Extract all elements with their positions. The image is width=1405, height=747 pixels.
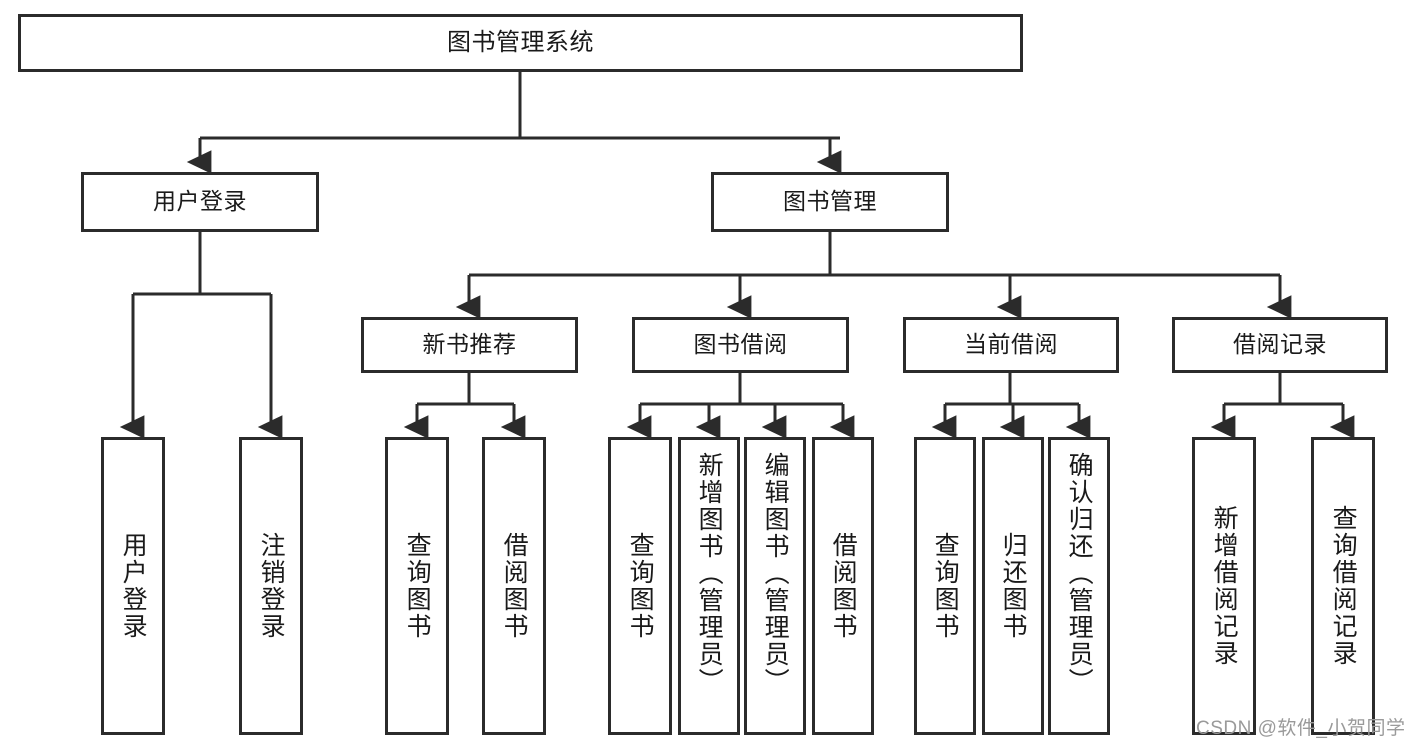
node-leaf-query-record[interactable]: 查询借阅记录 xyxy=(1311,437,1375,735)
node-leaf-edit-book-admin-label: 编辑图书（管理员） xyxy=(761,452,790,695)
node-leaf-query-book-2-label: 查询图书 xyxy=(626,532,655,640)
node-leaf-query-book-2[interactable]: 查询图书 xyxy=(608,437,672,735)
node-leaf-borrow-book-1-label: 借阅图书 xyxy=(500,532,529,640)
node-book-manage-label: 图书管理 xyxy=(783,188,877,215)
node-borrow-record-label: 借阅记录 xyxy=(1233,331,1327,358)
node-leaf-query-book-1[interactable]: 查询图书 xyxy=(385,437,449,735)
node-leaf-confirm-return[interactable]: 确认归还（管理员） xyxy=(1048,437,1110,735)
node-leaf-query-book-3[interactable]: 查询图书 xyxy=(914,437,976,735)
node-leaf-query-book-1-label: 查询图书 xyxy=(403,532,432,640)
node-current-borrow[interactable]: 当前借阅 xyxy=(903,317,1119,373)
node-leaf-add-book-admin-label: 新增图书（管理员） xyxy=(695,452,724,695)
watermark-text: CSDN @软件_小贺同学 xyxy=(1196,718,1405,739)
node-leaf-add-record[interactable]: 新增借阅记录 xyxy=(1192,437,1256,735)
node-leaf-borrow-book-2-label: 借阅图书 xyxy=(829,532,858,640)
node-leaf-query-record-label: 查询借阅记录 xyxy=(1329,505,1358,667)
node-user-login-label: 用户登录 xyxy=(153,188,247,215)
node-leaf-user-login-label: 用户登录 xyxy=(119,532,148,640)
node-root[interactable]: 图书管理系统 xyxy=(18,14,1023,72)
node-leaf-borrow-book-1[interactable]: 借阅图书 xyxy=(482,437,546,735)
node-leaf-edit-book-admin[interactable]: 编辑图书（管理员） xyxy=(744,437,806,735)
node-leaf-confirm-return-label: 确认归还（管理员） xyxy=(1065,452,1094,695)
node-leaf-return-book[interactable]: 归还图书 xyxy=(982,437,1044,735)
node-new-book-recommend-label: 新书推荐 xyxy=(422,331,517,358)
node-leaf-add-record-label: 新增借阅记录 xyxy=(1210,505,1239,667)
node-leaf-logout-login[interactable]: 注销登录 xyxy=(239,437,303,735)
node-book-manage[interactable]: 图书管理 xyxy=(711,172,949,232)
node-user-login[interactable]: 用户登录 xyxy=(81,172,319,232)
node-leaf-logout-login-label: 注销登录 xyxy=(257,532,286,640)
node-leaf-return-book-label: 归还图书 xyxy=(999,532,1028,640)
node-borrow-record[interactable]: 借阅记录 xyxy=(1172,317,1388,373)
node-leaf-borrow-book-2[interactable]: 借阅图书 xyxy=(812,437,874,735)
node-leaf-add-book-admin[interactable]: 新增图书（管理员） xyxy=(678,437,740,735)
node-book-borrow-label: 图书借阅 xyxy=(693,331,788,358)
node-root-label: 图书管理系统 xyxy=(447,28,594,56)
node-leaf-user-login[interactable]: 用户登录 xyxy=(101,437,165,735)
node-new-book-recommend[interactable]: 新书推荐 xyxy=(361,317,578,373)
node-leaf-query-book-3-label: 查询图书 xyxy=(931,532,960,640)
node-current-borrow-label: 当前借阅 xyxy=(964,331,1058,358)
node-book-borrow[interactable]: 图书借阅 xyxy=(632,317,849,373)
